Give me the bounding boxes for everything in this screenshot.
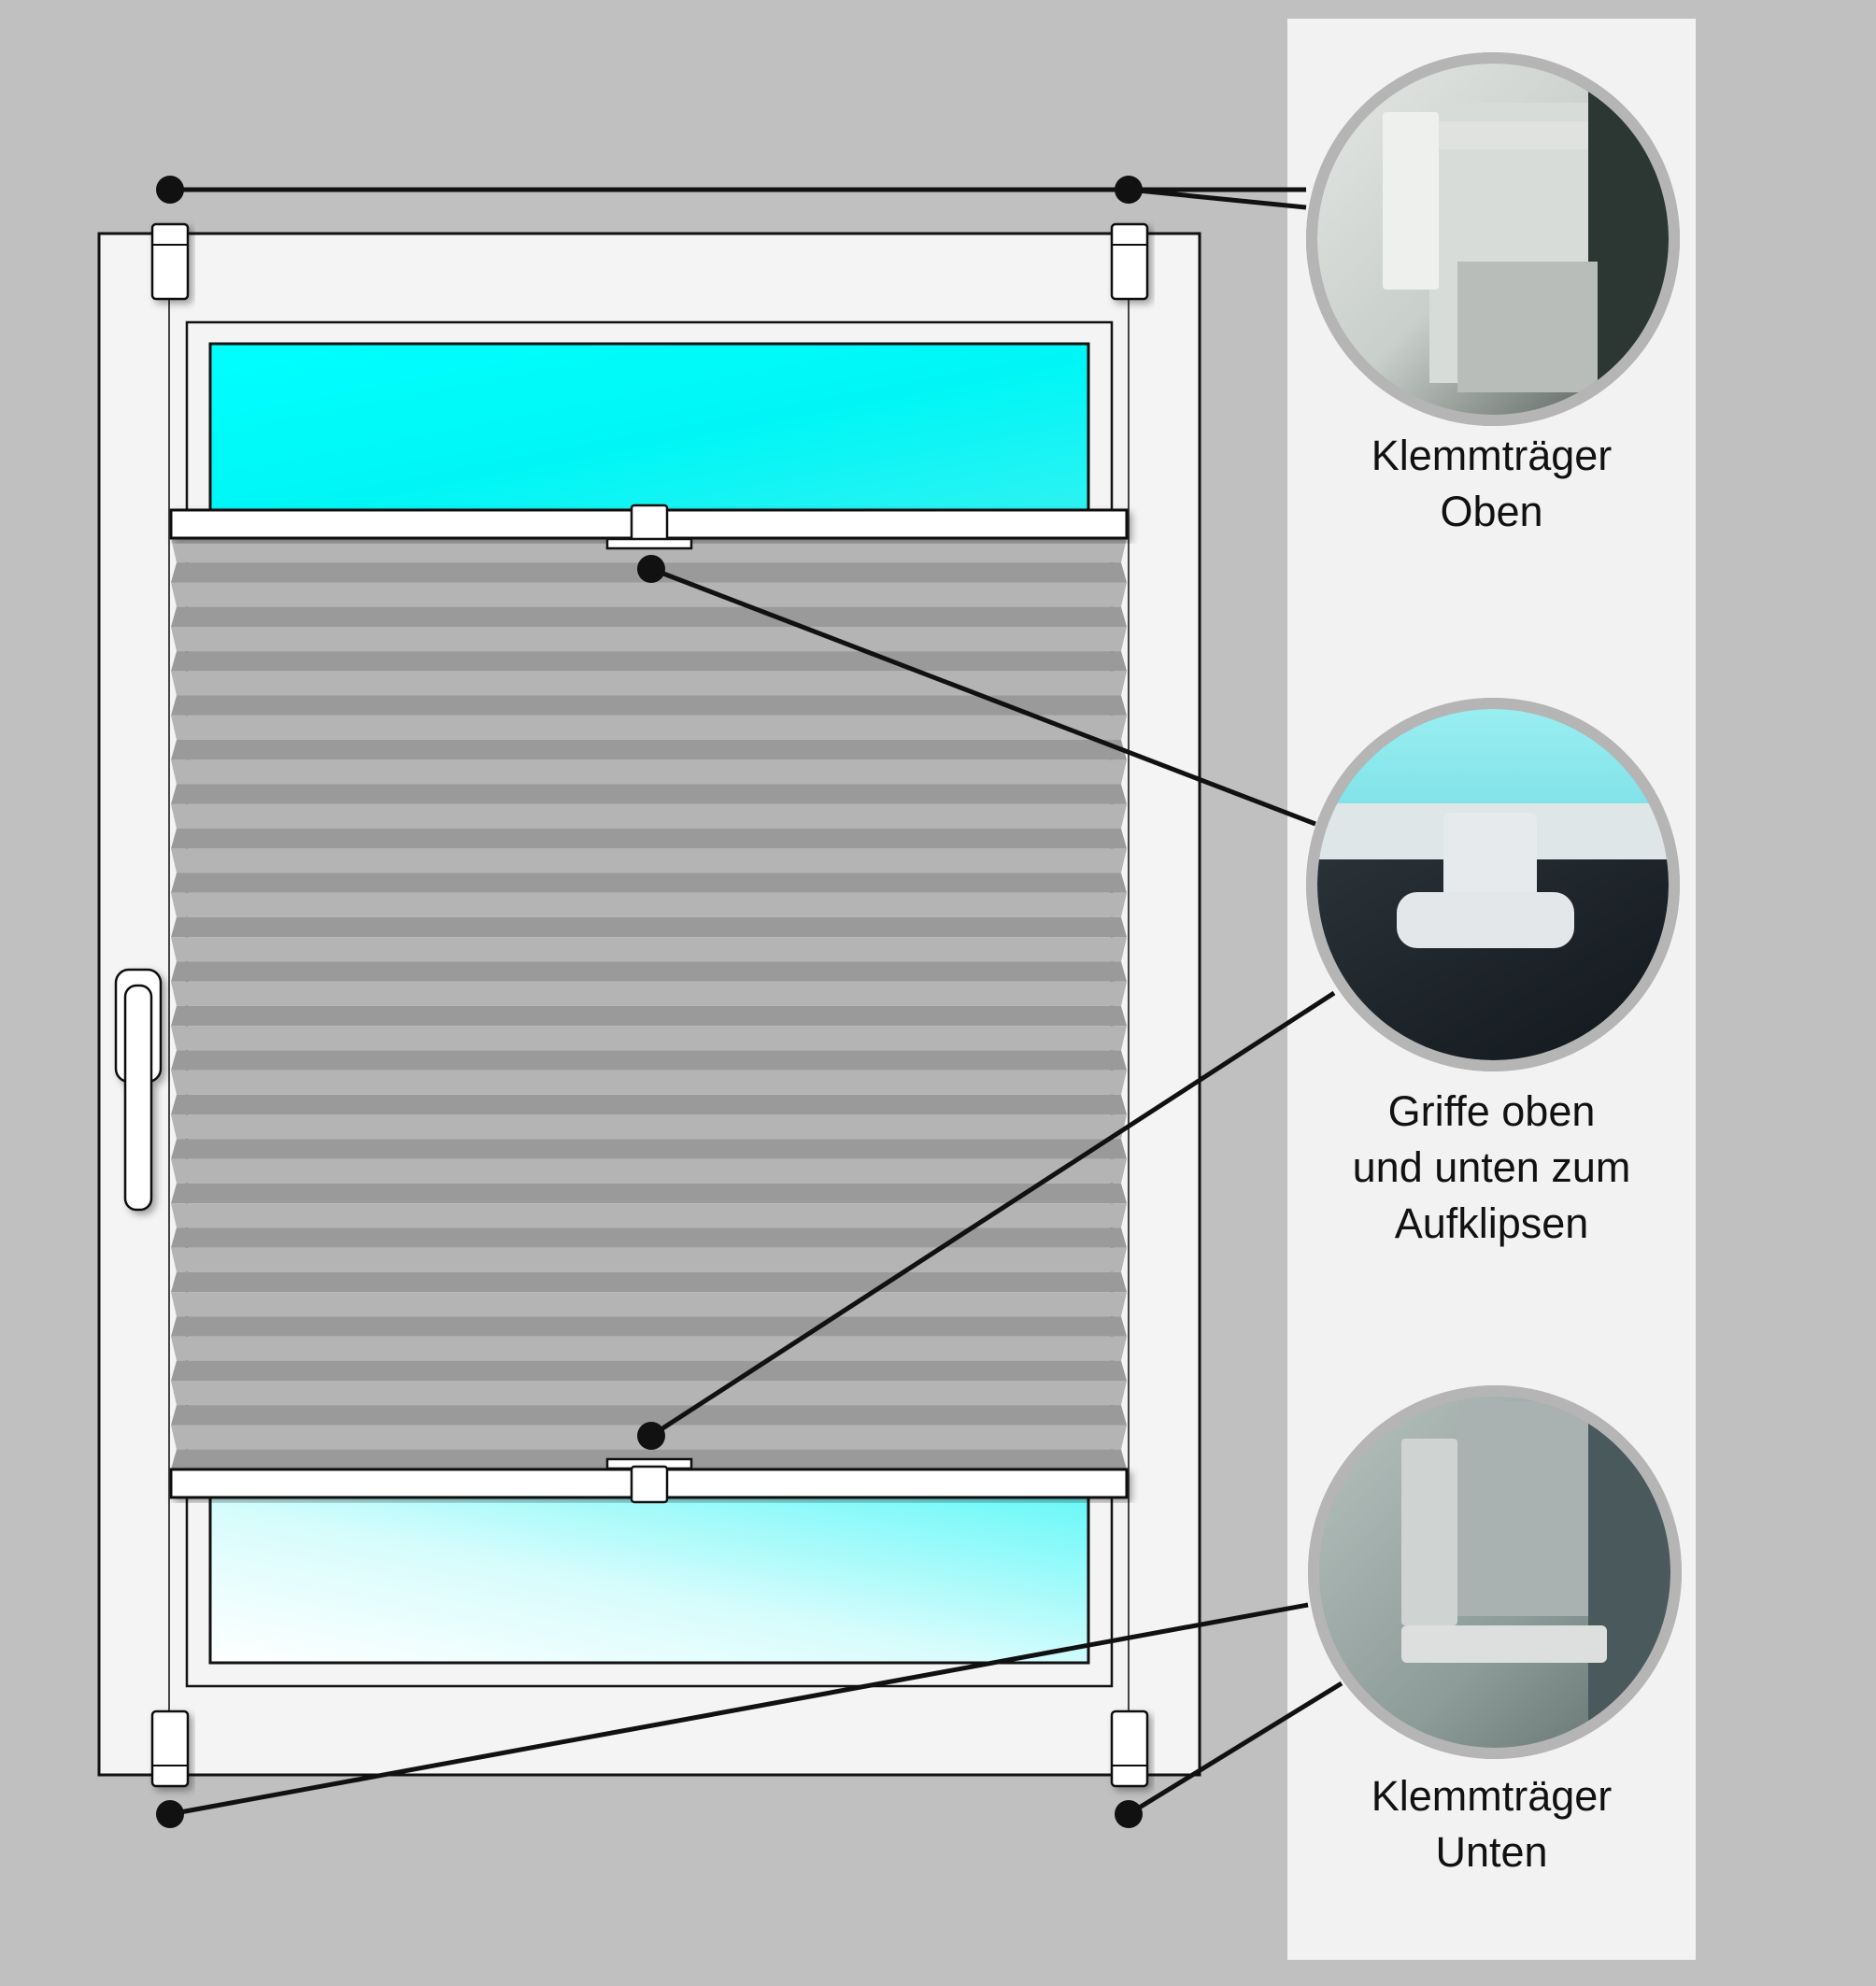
blind-pleat — [171, 626, 1127, 652]
blind-pleat-shadow — [171, 606, 1127, 627]
callout-dot — [637, 1422, 665, 1450]
callout-line-bottom-right — [1127, 1681, 1343, 1817]
clip-bracket-bottom-right — [1110, 1709, 1149, 1788]
blind-pleat-shadow — [171, 1227, 1127, 1248]
blind-pleat-shadow — [171, 1316, 1127, 1337]
callout-dot — [156, 1800, 184, 1828]
blind-pleat — [171, 1070, 1127, 1095]
detail-photo-handles — [1306, 698, 1680, 1071]
callout-line-bottom-left — [169, 1602, 1309, 1817]
clip-bracket-bottom-left — [150, 1709, 190, 1788]
window-handle — [114, 968, 163, 1212]
top-handle — [605, 504, 693, 550]
blind-pleat — [171, 937, 1127, 962]
label-handles: Griffe oben und unten zum Aufklipsen — [1352, 1087, 1631, 1247]
blind-pleat — [171, 671, 1127, 696]
detail-photo-bottom-clip — [1308, 1385, 1682, 1759]
callout-line-handle-bottom — [649, 990, 1336, 1439]
blind-pleat-shadow — [171, 828, 1127, 849]
detail-photo-top-clip — [1306, 52, 1680, 426]
label-bottom-clip: Klemmträger Unten — [1371, 1772, 1613, 1876]
blind-pleat-shadow — [171, 1139, 1127, 1159]
blind-pleat-shadow — [171, 872, 1127, 893]
blind-pleat-shadow — [171, 695, 1127, 716]
blind-pleat-shadow — [171, 784, 1127, 804]
callout-lines — [169, 187, 1343, 1817]
blind-pleat-shadow — [171, 1271, 1127, 1293]
pleated-blind — [171, 538, 1127, 1469]
blind-pleat — [171, 803, 1127, 829]
callout-dot — [637, 555, 665, 583]
clip-bracket-top-left — [150, 222, 190, 301]
blind-pleat-shadow — [171, 1183, 1127, 1204]
blind-pleat-shadow — [171, 1405, 1127, 1426]
blind-pleat — [171, 892, 1127, 917]
blind-pleat — [171, 759, 1127, 785]
callout-line-top-b — [1128, 187, 1307, 210]
blind-pleat-shadow — [171, 651, 1127, 672]
callout-dot — [156, 176, 184, 204]
blind-pleat — [171, 715, 1127, 741]
blind-pleat — [171, 1381, 1127, 1406]
blind-pleat-shadow — [171, 1360, 1127, 1382]
bottom-handle — [605, 1457, 693, 1504]
blind-pleat — [171, 1203, 1127, 1228]
blind-pleat — [171, 1247, 1127, 1272]
blind-pleat — [171, 1114, 1127, 1140]
blind-pleat — [171, 1026, 1127, 1051]
blind-pleat-shadow — [171, 1005, 1127, 1027]
label-top-clip: Klemmträger Oben — [1371, 432, 1613, 535]
callout-line-handle-top — [650, 566, 1316, 827]
top-glass-pane — [208, 342, 1090, 514]
blind-pleat — [171, 582, 1127, 607]
bottom-glass-pane — [208, 1491, 1090, 1665]
blind-pleat-shadow — [171, 916, 1127, 938]
blind-pleat — [171, 1292, 1127, 1317]
blind-pleat — [171, 1158, 1127, 1184]
blind-pleat-shadow — [171, 740, 1127, 760]
blind-pleat — [171, 848, 1127, 873]
blind-pleat — [171, 538, 1127, 563]
callout-dots — [156, 176, 1143, 1828]
blind-pleat-shadow — [171, 1094, 1127, 1115]
blind-pleat — [171, 1336, 1127, 1361]
callout-dot — [1115, 176, 1143, 204]
blind-pleat-shadow — [171, 1050, 1127, 1071]
blind-pleat-shadow — [171, 961, 1127, 982]
blind-pleat — [171, 981, 1127, 1006]
callout-dot — [1115, 1800, 1143, 1828]
clip-bracket-top-right — [1110, 222, 1149, 301]
